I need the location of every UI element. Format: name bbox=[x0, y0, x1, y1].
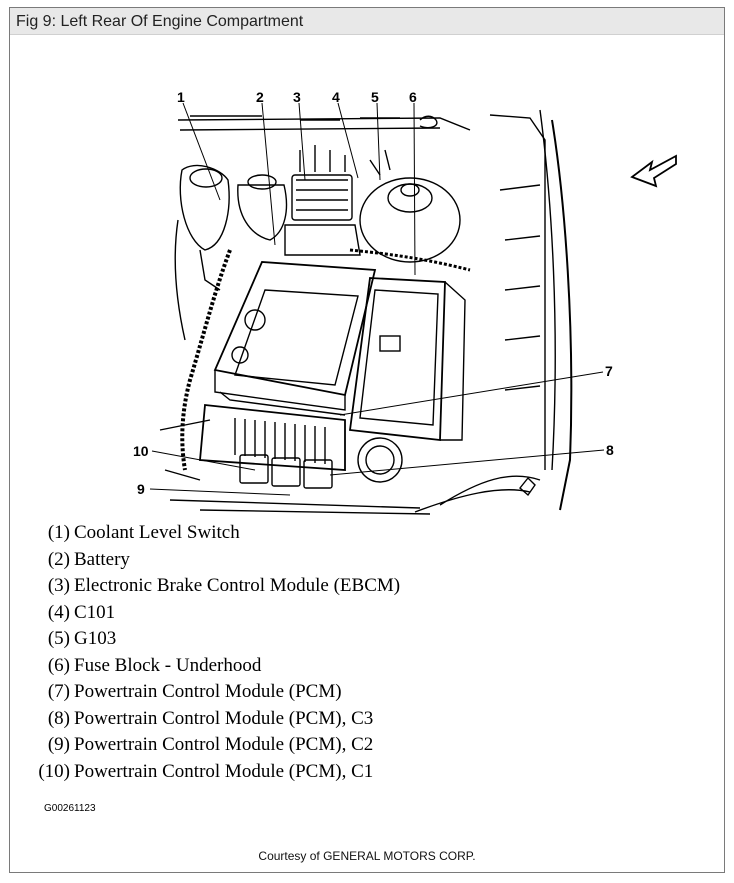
callout-6: 6 bbox=[409, 89, 417, 105]
legend-item: (2)Battery bbox=[47, 548, 130, 570]
callout-10: 10 bbox=[133, 443, 149, 459]
legend-item: (4)C101 bbox=[47, 601, 116, 623]
legend-item: (1)Coolant Level Switch bbox=[47, 522, 240, 543]
callout-7: 7 bbox=[605, 363, 613, 379]
legend-item: (10)Powertrain Control Module (PCM), C1 bbox=[38, 760, 374, 782]
legend-item: (7)Powertrain Control Module (PCM) bbox=[47, 681, 342, 702]
callout-4: 4 bbox=[332, 89, 340, 105]
engine-compartment-illustration: 1 2 3 4 5 6 7 8 9 10 bbox=[133, 89, 677, 515]
figure-id: G00261123 bbox=[44, 803, 96, 814]
figure-title: Fig 9: Left Rear Of Engine Compartment bbox=[16, 13, 304, 30]
legend-item: (9)Powertrain Control Module (PCM), C2 bbox=[47, 734, 374, 755]
callout-2: 2 bbox=[256, 89, 264, 105]
callout-3: 3 bbox=[293, 89, 301, 105]
legend-list: (1)Coolant Level Switch (2)Battery (3)El… bbox=[32, 520, 400, 785]
legend-item: (6)Fuse Block - Underhood bbox=[47, 654, 262, 676]
credit-line: Courtesy of GENERAL MOTORS CORP. bbox=[258, 849, 476, 863]
callout-5: 5 bbox=[371, 89, 379, 105]
legend-item: (5)G103 bbox=[47, 628, 117, 649]
callout-8: 8 bbox=[606, 442, 614, 458]
legend-item: (3)Electronic Brake Control Module (EBCM… bbox=[47, 575, 401, 596]
title-bar: Fig 9: Left Rear Of Engine Compartment bbox=[10, 8, 724, 35]
figure-frame bbox=[9, 7, 725, 873]
callout-1: 1 bbox=[177, 89, 185, 105]
callout-9: 9 bbox=[137, 481, 145, 497]
legend-item: (8)Powertrain Control Module (PCM), C3 bbox=[47, 707, 374, 729]
